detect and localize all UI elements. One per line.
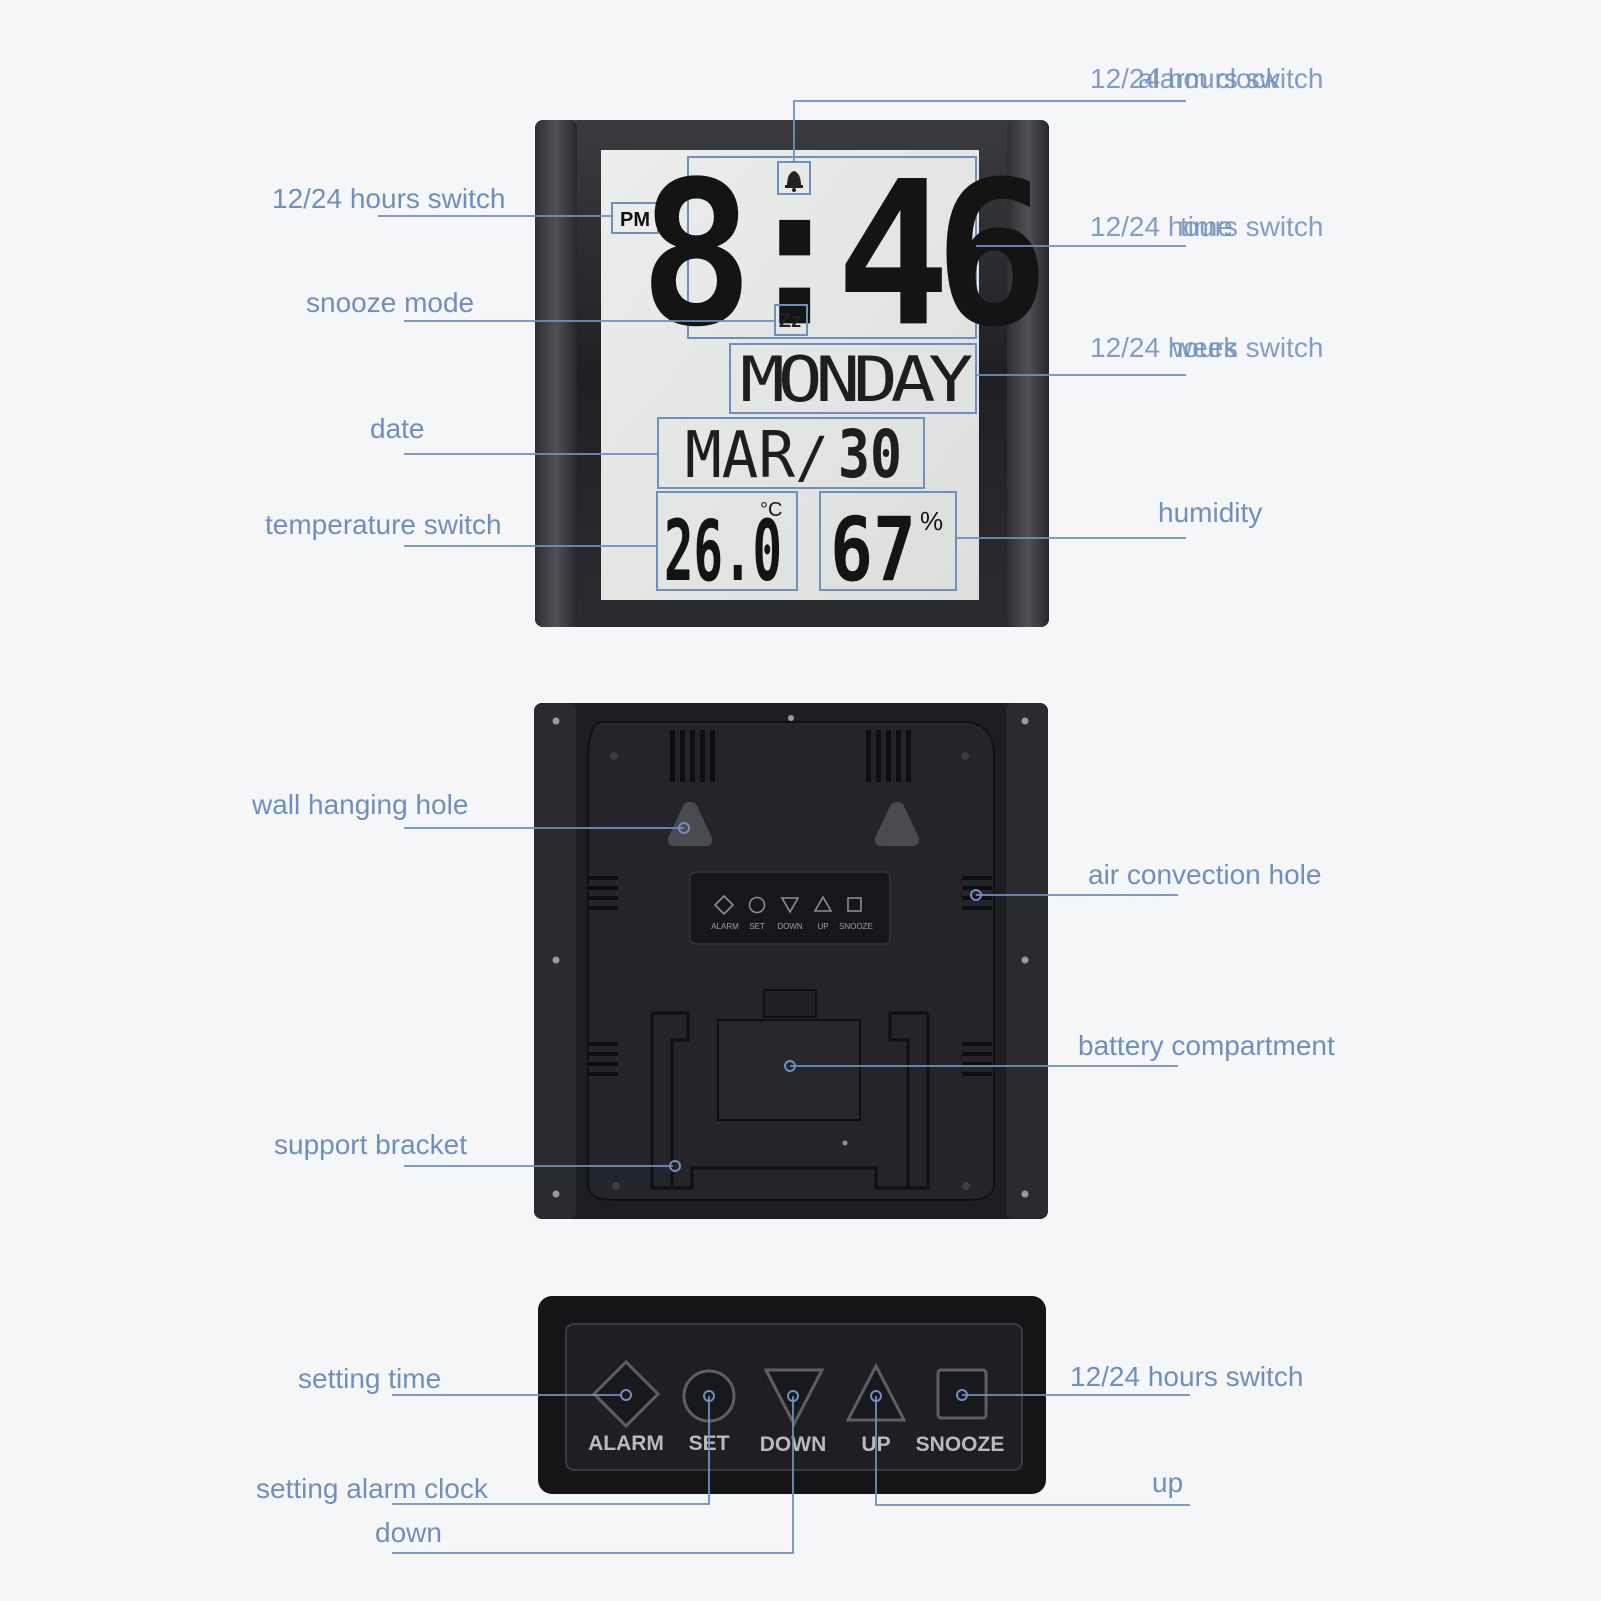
weekday-box <box>729 343 977 414</box>
label-down: down <box>375 1517 442 1548</box>
label-up: up <box>1152 1467 1184 1498</box>
down-button[interactable] <box>763 1368 825 1428</box>
date-day: 30 <box>838 416 902 493</box>
back-panel <box>587 721 995 1201</box>
label-humidity: humidity <box>1158 497 1263 528</box>
vent-top-right <box>866 730 911 782</box>
back-button-icons <box>713 894 862 916</box>
label-wall-hanging-hole: wall hanging hole <box>252 789 469 820</box>
temperature-box <box>656 491 798 591</box>
label-snooze-switch: 12/24 hours switch <box>1070 1361 1304 1392</box>
back-label-snooze: SNOOZE <box>839 922 873 931</box>
bottom-label-alarm: ALARM <box>588 1432 664 1455</box>
bell-icon <box>785 171 803 192</box>
date-box <box>657 417 925 489</box>
temperature-unit: °C <box>760 499 782 521</box>
snooze-icon: Zz <box>779 310 801 332</box>
screws <box>552 715 1029 1198</box>
bottom-view: ALARM SET DOWN UP SNOOZE <box>538 1296 1046 1494</box>
date-month: MAR <box>685 419 795 493</box>
snooze-button[interactable] <box>936 1368 988 1420</box>
label-pm-switch: 12/24 hours switch <box>272 183 506 214</box>
humidity-value: 67 <box>830 498 916 601</box>
label-snooze-mode: snooze mode <box>306 287 475 318</box>
label-alarm-clock-b: alarm clock <box>1138 63 1280 94</box>
pm-indicator: PM <box>620 209 650 231</box>
date-separator: / <box>795 426 829 491</box>
back-label-down: DOWN <box>777 922 803 931</box>
bottom-label-snooze: SNOOZE <box>916 1433 1005 1456</box>
vent-top-left <box>670 730 715 782</box>
snooze-icon-box <box>774 304 808 336</box>
bottom-button-labels: ALARM SET DOWN UP SNOOZE <box>588 1432 1004 1456</box>
back-label-set: SET <box>749 922 765 931</box>
front-view: PM 8:46 Zz MONDAY MAR / 30 26.0 °C 67 % <box>535 120 1055 627</box>
label-support-bracket: support bracket <box>274 1129 467 1160</box>
support-bracket <box>650 1011 930 1190</box>
bracket-tab <box>763 989 817 1018</box>
label-week-b: week <box>1172 332 1238 363</box>
back-label-up: UP <box>817 922 828 931</box>
time-box <box>687 156 977 339</box>
back-button-strip <box>689 871 891 945</box>
leader-setting-alarm <box>392 1396 710 1505</box>
back-button-labels: ALARM SET DOWN UP SNOOZE <box>711 922 873 931</box>
leader-up <box>875 1396 1190 1506</box>
battery-screw <box>842 1140 848 1146</box>
label-temperature-switch: temperature switch <box>265 509 502 540</box>
wall-hanging-hole-right <box>874 802 920 846</box>
label-time-a: 12/24 hours switch <box>1090 211 1324 242</box>
pm-box <box>611 202 659 234</box>
weekday-text: MONDAY <box>740 343 973 416</box>
label-alarm-clock-a: 12/24 hours switch <box>1090 63 1324 94</box>
callout-dots <box>620 822 982 1402</box>
back-label-alarm: ALARM <box>711 922 739 931</box>
label-setting-time: setting time <box>298 1363 442 1394</box>
callout-lines <box>378 100 1190 1554</box>
leader-alarm-clock <box>793 100 1186 162</box>
humidity-box <box>819 491 957 591</box>
label-setting-alarm-clock: setting alarm clock <box>256 1473 488 1504</box>
label-battery-compartment: battery compartment <box>1078 1030 1335 1061</box>
lcd-screen <box>601 150 979 600</box>
wall-hanging-hole-left <box>667 802 713 846</box>
time-digits: 8:46 <box>639 138 1039 370</box>
label-week-a: 12/24 hours switch <box>1090 332 1324 363</box>
label-air-convection-hole: air convection hole <box>1088 859 1322 890</box>
label-date: date <box>370 413 425 444</box>
leader-down <box>392 1396 794 1554</box>
alarm-button[interactable] <box>591 1359 661 1429</box>
label-time-b: time <box>1180 211 1233 242</box>
temperature-value: 26.0 <box>664 502 782 600</box>
humidity-unit: % <box>920 506 943 536</box>
back-view: ALARM SET DOWN UP SNOOZE <box>534 703 1048 1219</box>
front-left-cap <box>535 120 577 627</box>
air-convection-hole <box>588 876 992 1076</box>
